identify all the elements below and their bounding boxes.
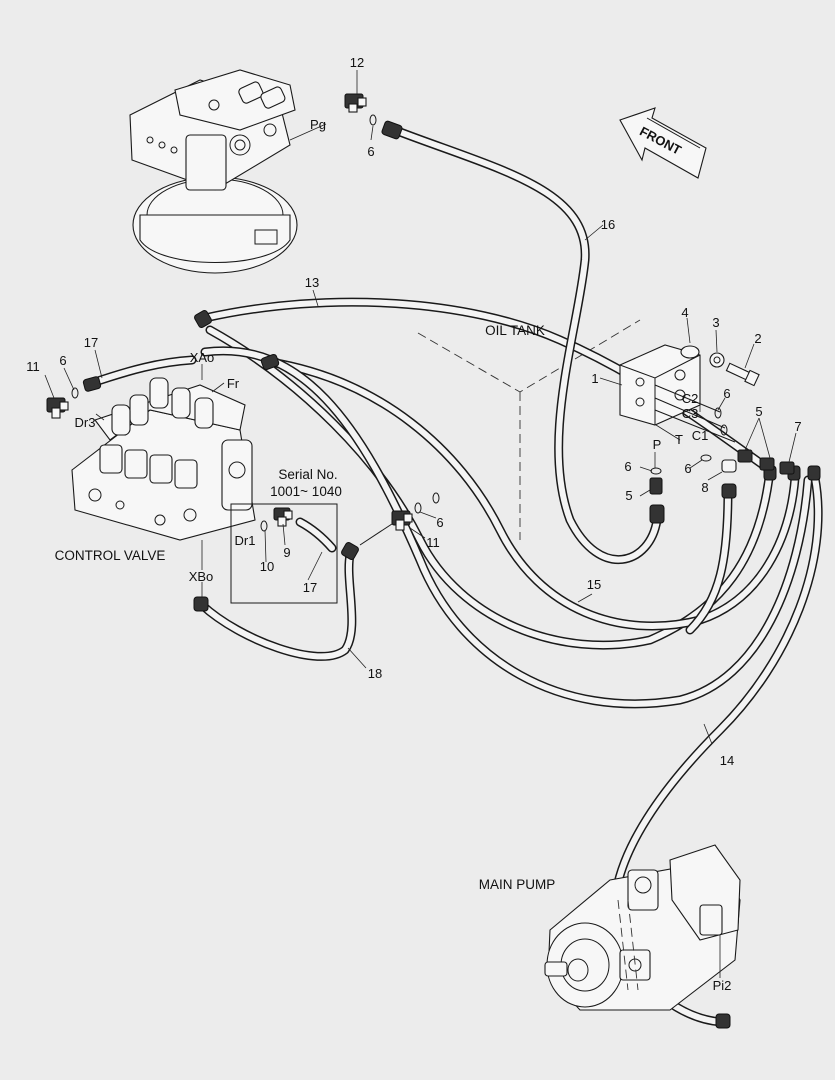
control-valve-label: CONTROL VALVE	[55, 548, 166, 563]
port-label-c3: C3	[682, 406, 699, 421]
port-label-xao: XAo	[190, 350, 215, 365]
fitting-11-mid	[391, 510, 413, 531]
o-ring-6-t	[700, 454, 712, 462]
callout-7: 7	[794, 419, 801, 434]
fitting-11-left	[46, 397, 69, 419]
tube-18-to-11	[359, 519, 399, 546]
main-pump-label: MAIN PUMP	[479, 877, 556, 892]
serial-box	[230, 503, 338, 604]
callout-18: 18	[368, 666, 382, 681]
callout-5b: 5	[755, 404, 762, 419]
part-4	[680, 345, 700, 359]
callout-5a: 5	[625, 488, 632, 503]
bolt-2	[725, 362, 760, 387]
o-ring-6-top	[369, 114, 377, 126]
callout-11-mid: 11	[426, 535, 440, 550]
callout-6-left: 6	[59, 353, 66, 368]
serial-line-1: Serial No.	[278, 467, 337, 482]
callout-16: 16	[601, 217, 615, 232]
pilot-block	[619, 344, 736, 443]
port-label-p: P	[653, 437, 662, 452]
callout-6-t: 6	[684, 461, 691, 476]
hose-17-left	[87, 355, 197, 388]
hose-16	[395, 127, 662, 565]
swing-motor	[129, 69, 298, 274]
callout-17-box: 17	[303, 580, 317, 595]
callout-13: 13	[305, 275, 319, 290]
hose-17-box	[295, 517, 337, 553]
serial-line-2: 1001~ 1040	[270, 484, 342, 499]
hose-13	[200, 297, 775, 650]
callout-17-left: 17	[84, 335, 98, 350]
hose-fittings	[82, 120, 821, 1029]
hose-14	[610, 473, 823, 905]
o-ring-6-mid	[414, 502, 422, 514]
main-pump	[544, 844, 741, 1011]
callout-8: 8	[701, 480, 708, 495]
control-valve	[71, 377, 256, 541]
callout-6-p: 6	[624, 459, 631, 474]
callout-6-mid: 6	[436, 515, 443, 530]
port-label-dr3: Dr3	[75, 415, 96, 430]
o-ring-6-left	[71, 387, 79, 399]
hose-xao	[200, 346, 813, 709]
callout-6-top: 6	[367, 144, 374, 159]
port-label-t: T	[675, 432, 683, 447]
callout-10: 10	[260, 559, 274, 574]
port-label-pi2: Pi2	[713, 978, 732, 993]
port-label-c2: C2	[682, 391, 699, 406]
o-ring-6-p	[650, 467, 662, 475]
port-label-fr: Fr	[227, 376, 240, 391]
callout-6-c: 6	[723, 386, 730, 401]
callout-3: 3	[712, 315, 719, 330]
port-label-xbo: XBo	[189, 569, 214, 584]
fitting-12	[344, 93, 367, 113]
front-arrow[interactable]	[619, 107, 707, 179]
callout-1: 1	[591, 371, 598, 386]
fitting-9	[273, 507, 293, 527]
hose-15	[265, 357, 800, 631]
callout-15: 15	[587, 577, 601, 592]
callout-2: 2	[754, 331, 761, 346]
leader-lines	[44, 70, 797, 978]
callout-11-left: 11	[26, 359, 40, 374]
fittings-5-7	[649, 449, 795, 495]
callout-14: 14	[720, 753, 734, 768]
callout-4: 4	[681, 305, 688, 320]
port-label-c1: C1	[692, 428, 709, 443]
hose-8	[685, 485, 733, 635]
hose-18	[197, 550, 357, 661]
oil-tank-outline	[417, 319, 641, 540]
port-label-pg: Pg	[310, 117, 326, 132]
callout-12: 12	[350, 55, 364, 70]
oil-tank-label: OIL TANK	[485, 323, 545, 338]
o-ring-10	[260, 520, 268, 532]
part-3	[709, 352, 725, 368]
callout-9: 9	[283, 545, 290, 560]
port-label-dr1: Dr1	[235, 533, 256, 548]
